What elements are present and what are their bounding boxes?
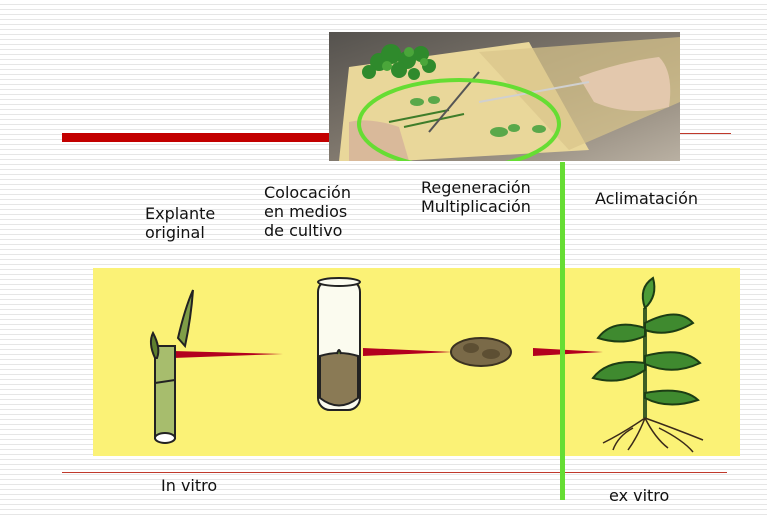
label-regeneracion: Regeneración Multiplicación — [421, 178, 531, 216]
label-aclimatacion: Aclimatación — [595, 189, 698, 208]
arrow-tube-to-callus — [363, 348, 453, 356]
lab-photo — [329, 32, 680, 161]
label-colocacion: Colocación en medios de cultivo — [264, 183, 351, 240]
arrow-callus-to-plant — [533, 348, 603, 356]
in-vitro-ex-vitro-divider — [560, 162, 565, 500]
label-ex-vitro: ex vitro — [609, 486, 670, 505]
label-in-vitro: In vitro — [161, 476, 218, 495]
rooted-plant-drawing — [591, 276, 704, 453]
upper-divider-line — [676, 133, 731, 134]
culture-tube-drawing — [317, 277, 361, 411]
explant-drawing — [149, 289, 194, 444]
label-explante: Explante original — [145, 204, 216, 242]
callus-drawing — [450, 337, 512, 367]
title-accent-bar — [62, 133, 332, 142]
arrow-explante-to-tube — [173, 351, 283, 358]
lower-divider-line — [62, 472, 727, 473]
process-diagram-panel — [93, 268, 740, 456]
